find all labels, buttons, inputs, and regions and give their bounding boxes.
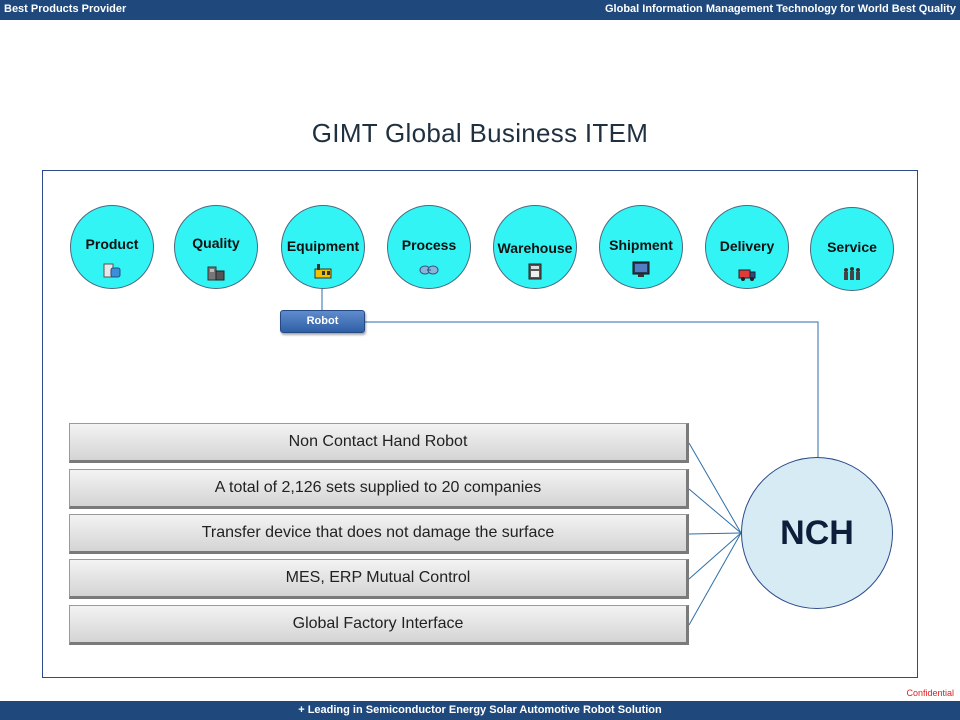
factory-icon — [314, 264, 332, 279]
item-product[interactable]: Product — [70, 205, 154, 289]
header-right-text: Global Information Management Technology… — [604, 3, 956, 15]
item-delivery[interactable]: Delivery — [705, 205, 789, 289]
nch-circle: NCH — [741, 457, 893, 609]
machine-icon — [207, 266, 225, 281]
feature-bar: Non Contact Hand Robot — [69, 423, 689, 463]
item-warehouse[interactable]: Warehouse — [493, 205, 577, 289]
item-shipment[interactable]: Shipment — [599, 205, 683, 289]
item-label: Process — [401, 237, 457, 253]
feature-bar: Global Factory Interface — [69, 605, 689, 645]
footer-bar: + Leading in Semiconductor Energy Solar … — [0, 701, 960, 720]
network-icon — [419, 265, 439, 275]
item-label: Warehouse — [497, 240, 573, 256]
item-label: Shipment — [609, 237, 673, 253]
item-label: Service — [827, 239, 877, 255]
header-bar: Best Products Provider Global Informatio… — [0, 0, 960, 20]
people-icon — [844, 267, 860, 280]
feature-bar: Transfer device that does not damage the… — [69, 514, 689, 554]
feature-bar: MES, ERP Mutual Control — [69, 559, 689, 599]
monitor-icon — [632, 261, 650, 277]
item-process[interactable]: Process — [387, 205, 471, 289]
item-label: Product — [85, 236, 139, 252]
item-label: Equipment — [286, 238, 360, 254]
feature-bar: A total of 2,126 sets supplied to 20 com… — [69, 469, 689, 509]
diagram-frame — [42, 170, 918, 678]
truck-icon — [738, 269, 756, 281]
robot-button[interactable]: Robot — [280, 310, 365, 333]
item-service[interactable]: Service — [810, 207, 894, 291]
page-title: GIMT Global Business ITEM — [311, 118, 649, 148]
item-label: Quality — [192, 235, 240, 251]
item-quality[interactable]: Quality — [174, 205, 258, 289]
header-left-text: Best Products Provider — [4, 3, 127, 15]
computer-icon — [103, 263, 121, 278]
item-equipment[interactable]: Equipment — [281, 205, 365, 289]
confidential-label: Confidential — [906, 688, 954, 698]
server-icon — [528, 263, 542, 280]
item-label: Delivery — [719, 238, 775, 254]
